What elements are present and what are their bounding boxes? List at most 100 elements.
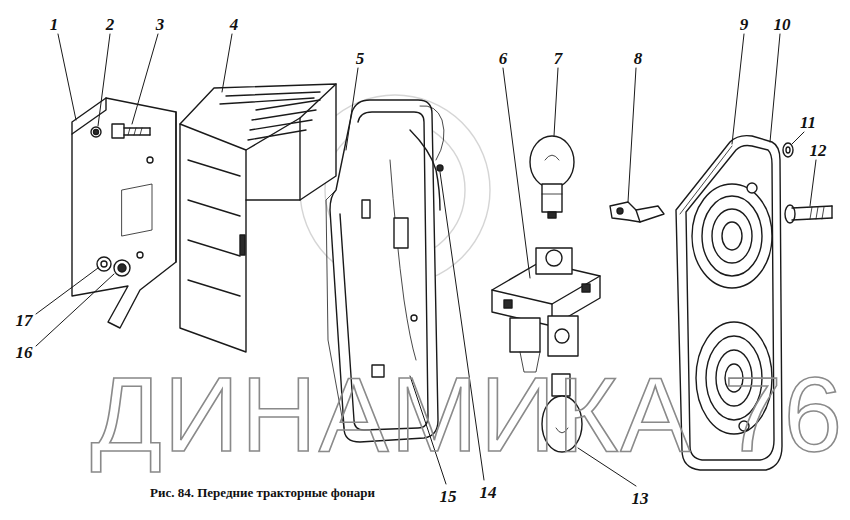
lamp-lens: [692, 184, 772, 288]
socket-assembly: [546, 250, 562, 266]
bulb: [545, 155, 559, 160]
lamp-lens: [680, 146, 732, 214]
callout-number: 11: [800, 114, 816, 131]
spring-clip: [610, 202, 664, 222]
leader-lines: [810, 160, 816, 206]
lamp-hood: [180, 84, 336, 352]
bracket-plate: [72, 98, 176, 328]
screw: [792, 218, 832, 220]
callout-number: 16: [16, 344, 33, 361]
bracket-plate: [137, 252, 143, 258]
bracket-plate: [91, 127, 101, 137]
spring-clip: [610, 202, 664, 222]
leader-lines: [36, 268, 98, 314]
callout-number: 1: [50, 16, 59, 33]
bulb: [530, 136, 574, 188]
socket-assembly: [582, 284, 590, 292]
lamp-lens: [747, 183, 757, 193]
leader-lines: [36, 274, 114, 346]
lamp-hood: [188, 280, 240, 296]
lamp-body: [411, 315, 417, 321]
socket-assembly: [510, 318, 540, 352]
screw: [124, 127, 150, 128]
screw: [822, 207, 824, 219]
screw: [112, 124, 150, 138]
leader-lines: [222, 34, 232, 92]
lamp-body: [420, 106, 444, 160]
screw: [831, 206, 832, 218]
bulb: [530, 136, 574, 218]
lamp-hood: [188, 160, 240, 176]
screw: [134, 128, 136, 135]
bulb: [542, 194, 562, 195]
lamp-hood: [226, 92, 320, 96]
bracket-plate: [175, 112, 176, 262]
bracket-plate: [122, 184, 152, 236]
screw: [112, 124, 124, 138]
screw: [140, 128, 142, 135]
lamp-lens: [702, 196, 762, 276]
bulb: [548, 212, 556, 218]
screw: [149, 128, 150, 135]
screw: [128, 128, 130, 135]
lamp-hood: [250, 120, 312, 130]
callout-number: 15: [440, 488, 457, 505]
lamp-hood: [180, 124, 246, 200]
screw: [785, 205, 832, 223]
lamp-hood: [240, 235, 245, 255]
lamp-hood: [188, 200, 240, 216]
nut-washer: [97, 257, 130, 276]
callout-number: 13: [632, 490, 649, 507]
socket-assembly: [555, 329, 569, 343]
callout-number: 6: [499, 50, 508, 67]
callout-number: 10: [774, 16, 791, 33]
bulb: [542, 184, 562, 212]
lamp-lens: [722, 222, 742, 250]
leader-lines: [58, 34, 76, 120]
callout-number: 14: [480, 484, 497, 501]
watermark: ДИНАМИКА 76: [91, 363, 844, 468]
lamp-body: [390, 160, 416, 360]
callout-number: 17: [16, 312, 33, 329]
washer: [783, 143, 793, 157]
leader-lines: [792, 132, 804, 144]
callout-number: 7: [554, 50, 563, 67]
lamp-body: [394, 218, 408, 248]
leader-lines: [770, 34, 780, 142]
leader-lines: [732, 34, 744, 144]
lamp-hood: [188, 240, 240, 256]
leader-lines: [346, 68, 358, 150]
spring-clip: [636, 210, 640, 222]
screw: [810, 207, 812, 219]
bracket-plate: [147, 157, 153, 163]
nut-washer: [101, 261, 107, 267]
washer: [783, 143, 793, 157]
leader-lines: [503, 68, 530, 278]
socket-assembly: [536, 248, 572, 274]
callout-number: 5: [356, 50, 365, 67]
bracket-plate: [72, 98, 176, 328]
leader-lines: [98, 34, 110, 126]
screw: [816, 207, 818, 219]
leader-lines: [628, 68, 636, 202]
lamp-hood: [180, 84, 336, 352]
nut-washer: [118, 264, 126, 272]
washer: [786, 147, 790, 153]
nut-washer: [114, 260, 130, 276]
lamp-body: [410, 130, 440, 210]
callout-number: 9: [740, 16, 749, 33]
bracket-plate: [94, 130, 99, 135]
leader-lines: [554, 68, 558, 136]
socket-assembly: [492, 248, 600, 372]
socket-assembly: [504, 300, 512, 308]
nut-washer: [97, 257, 111, 271]
lamp-body: [437, 165, 443, 171]
lamp-hood: [248, 130, 306, 140]
lamp-hood: [252, 110, 316, 120]
lamp-body: [362, 200, 370, 218]
lamp-lens: [712, 209, 752, 263]
lamp-hood: [188, 92, 320, 296]
lamp-hood: [220, 98, 314, 104]
spring-clip: [617, 208, 623, 214]
leader-lines: [132, 34, 158, 124]
